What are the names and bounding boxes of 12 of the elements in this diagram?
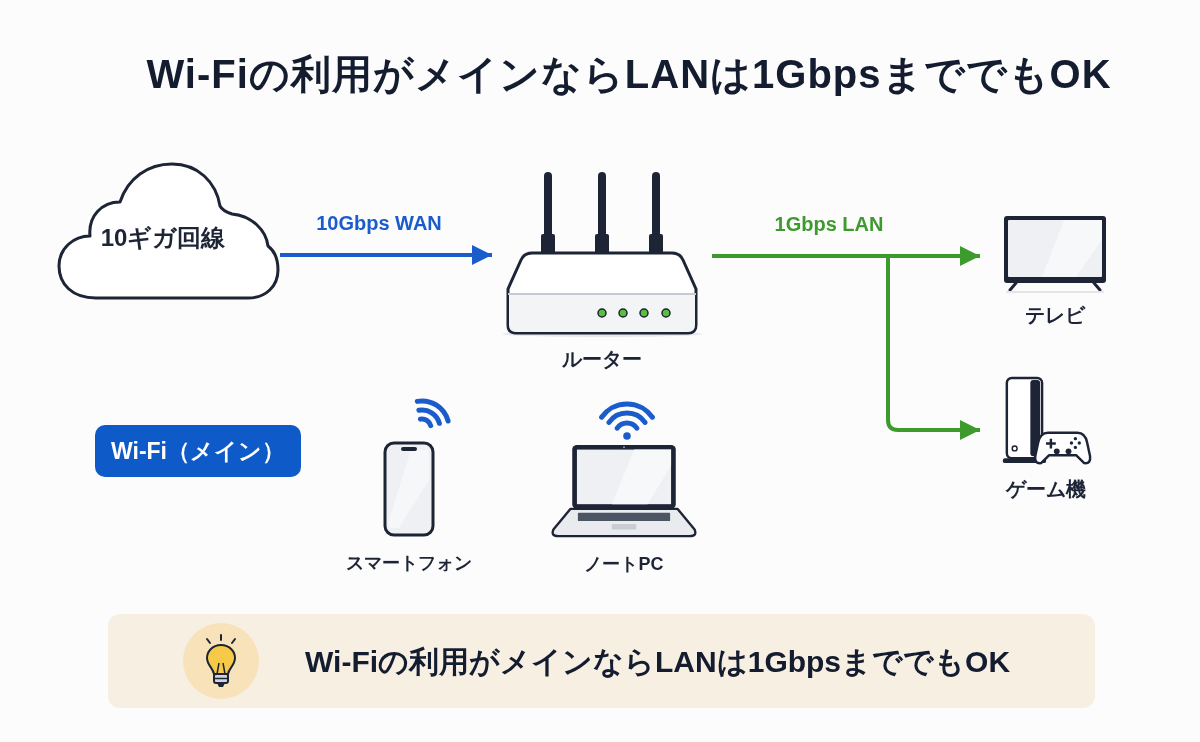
tip-banner [108, 614, 1095, 708]
page-title: Wi-Fiの利用がメインならLANは1GbpsまででもOK [145, 51, 1113, 98]
device-label: ルーター [562, 347, 642, 372]
device-label: ゲーム機 [1006, 477, 1086, 502]
cloud-label: 10ギガ回線 [100, 223, 226, 253]
arrow [280, 245, 492, 265]
tip-text: Wi-Fiの利用がメインならLANは1GbpsまででもOK [305, 643, 1011, 680]
device-label: ノートPC [584, 553, 664, 576]
wifi-badge: Wi-Fi（メイン） [95, 425, 301, 477]
arrow [712, 254, 980, 440]
device-label: テレビ [1025, 303, 1085, 328]
device-label: スマートフォン [346, 552, 472, 575]
